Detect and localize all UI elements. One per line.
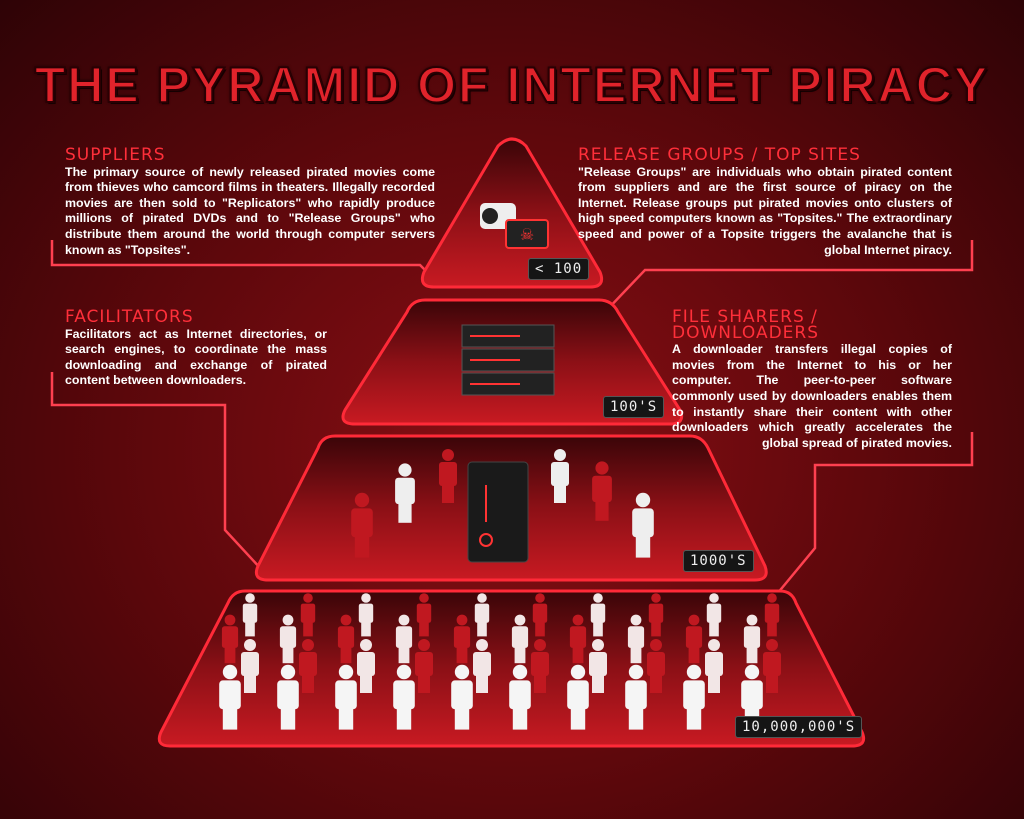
person-icon bbox=[764, 593, 780, 637]
person-icon bbox=[627, 614, 645, 664]
person-icon bbox=[648, 593, 664, 637]
person-icon bbox=[592, 461, 612, 521]
person-icon bbox=[358, 593, 374, 637]
person-icon bbox=[335, 664, 357, 730]
person-icon bbox=[337, 614, 355, 664]
person-icon bbox=[473, 639, 491, 693]
section-text: The primary source of newly released pir… bbox=[65, 164, 435, 257]
person-icon bbox=[589, 639, 607, 693]
person-icon bbox=[351, 492, 373, 558]
person-icon bbox=[632, 492, 654, 558]
person-icon bbox=[531, 639, 549, 693]
person-icon bbox=[474, 593, 490, 637]
section-heading: RELEASE GROUPS / TOP SITES bbox=[578, 145, 861, 165]
person-icon bbox=[683, 664, 705, 730]
person-icon bbox=[395, 463, 415, 523]
section-suppliers: SUPPLIERS The primary source of newly re… bbox=[65, 145, 435, 258]
person-icon bbox=[242, 593, 258, 637]
person-icon bbox=[416, 593, 432, 637]
person-icon bbox=[395, 614, 413, 664]
section-file-sharers: FILE SHARERS / DOWNLOADERS A downloader … bbox=[672, 307, 952, 451]
person-icon bbox=[357, 639, 375, 693]
section-release-groups: RELEASE GROUPS / TOP SITES "Release Grou… bbox=[578, 145, 952, 258]
person-icon bbox=[219, 664, 241, 730]
connector-facilitators bbox=[50, 372, 263, 571]
person-icon bbox=[705, 639, 723, 693]
tier-count-badge: < 100 bbox=[528, 258, 590, 280]
person-icon bbox=[511, 614, 529, 664]
person-icon bbox=[300, 593, 316, 637]
tier-count-badge: 1000'S bbox=[683, 550, 754, 572]
person-icon bbox=[567, 664, 589, 730]
person-icon bbox=[241, 639, 259, 693]
person-icon bbox=[221, 614, 239, 664]
section-heading: FACILITATORS bbox=[65, 307, 194, 327]
tier-count-badge: 10,000,000'S bbox=[735, 716, 863, 738]
tier-count-badge: 100'S bbox=[603, 396, 665, 418]
person-icon bbox=[509, 664, 531, 730]
person-icon bbox=[451, 664, 473, 730]
camcorder-icon: ☠ bbox=[480, 203, 549, 249]
person-icon bbox=[685, 614, 703, 664]
person-icon bbox=[551, 449, 569, 503]
section-heading: SUPPLIERS bbox=[65, 145, 166, 165]
person-icon bbox=[647, 639, 665, 693]
section-text: A downloader transfers illegal copies of… bbox=[672, 342, 952, 450]
person-icon bbox=[706, 593, 722, 637]
person-icon bbox=[590, 593, 606, 637]
people-icons bbox=[219, 449, 781, 730]
server-tower-icon bbox=[467, 461, 529, 563]
person-icon bbox=[743, 614, 761, 664]
person-icon bbox=[393, 664, 415, 730]
person-icon bbox=[279, 614, 297, 664]
connector-file-sharers bbox=[771, 432, 974, 601]
person-icon bbox=[439, 449, 457, 503]
person-icon bbox=[569, 614, 587, 664]
section-facilitators: FACILITATORS Facilitators act as Interne… bbox=[65, 307, 327, 389]
person-icon bbox=[625, 664, 647, 730]
person-icon bbox=[453, 614, 471, 664]
person-icon bbox=[415, 639, 433, 693]
connector-release-groups bbox=[604, 240, 974, 313]
section-text: Facilitators act as Internet directories… bbox=[65, 326, 327, 388]
svg-text:☠: ☠ bbox=[520, 227, 534, 244]
person-icon bbox=[277, 664, 299, 730]
server-stack-icon bbox=[461, 324, 555, 396]
person-icon bbox=[532, 593, 548, 637]
section-heading: FILE SHARERS / DOWNLOADERS bbox=[672, 307, 820, 343]
person-icon bbox=[763, 639, 781, 693]
page-title: THE PYRAMID OF INTERNET PIRACY bbox=[34, 56, 990, 114]
person-icon bbox=[299, 639, 317, 693]
section-text: "Release Groups" are individuals who obt… bbox=[578, 164, 952, 257]
